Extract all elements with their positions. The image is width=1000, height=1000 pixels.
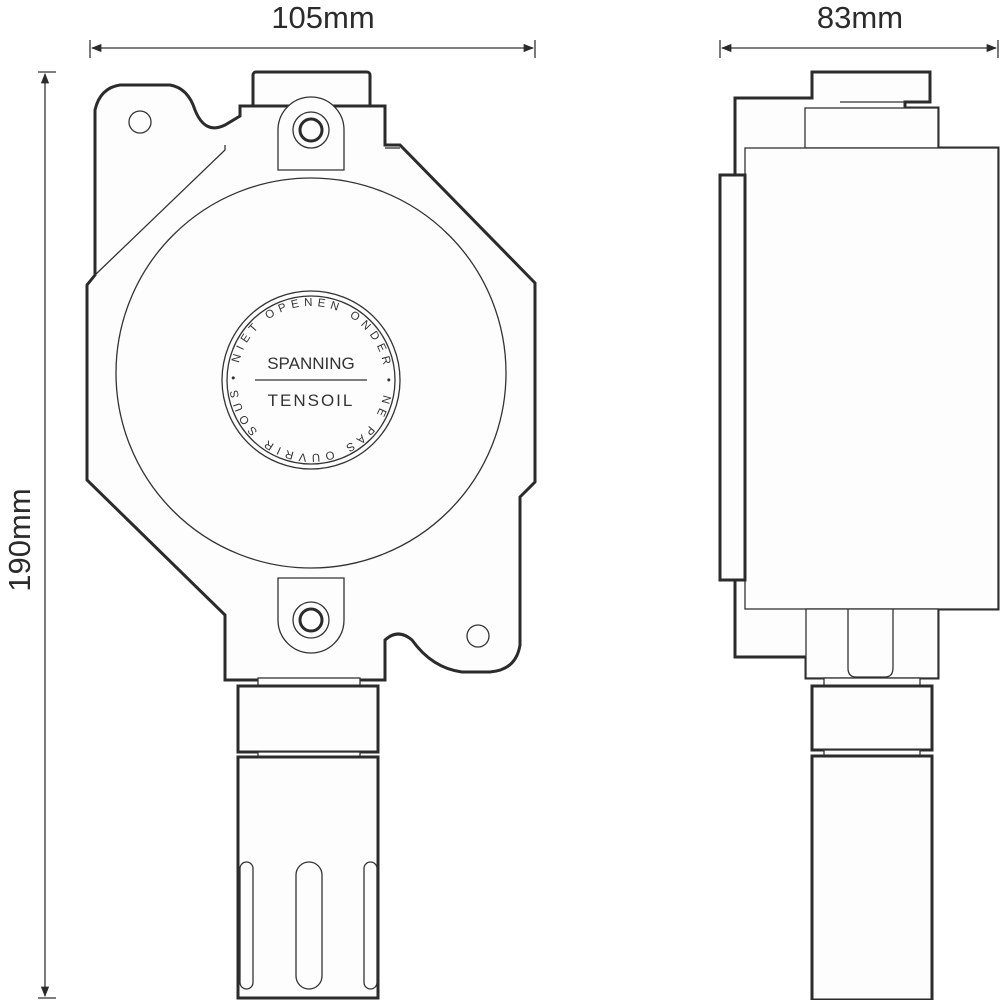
depth-dimension: 83mm bbox=[719, 0, 999, 58]
vent-slot bbox=[295, 861, 323, 990]
screw-top-icon bbox=[298, 117, 324, 143]
screw-top-outer bbox=[292, 111, 330, 149]
screw-bottom-outer bbox=[292, 601, 330, 639]
side-sensor-body bbox=[810, 754, 934, 1000]
width-dimension: 105mm bbox=[89, 0, 536, 58]
mounting-hole-right bbox=[466, 624, 490, 648]
mounting-hole-left bbox=[128, 110, 152, 134]
side-view bbox=[718, 70, 1000, 1000]
screw-bottom-icon bbox=[298, 607, 324, 633]
vent-slot bbox=[363, 861, 378, 990]
height-label: 190mm bbox=[2, 488, 37, 591]
side-back-plate bbox=[718, 173, 747, 582]
seal-text-top: SPANNING bbox=[267, 354, 355, 373]
sensor-head bbox=[236, 677, 380, 1000]
vent-slot bbox=[239, 861, 254, 990]
width-label: 105mm bbox=[271, 0, 374, 35]
height-dimension: 190mm bbox=[2, 71, 56, 999]
top-boss bbox=[277, 96, 345, 171]
depth-label: 83mm bbox=[817, 0, 903, 35]
side-sensor-ring bbox=[810, 684, 934, 752]
front-view: • NIET OPENEN ONDER • NE PAS OUVRIR SOUS… bbox=[85, 70, 537, 1000]
side-main-box bbox=[744, 147, 999, 610]
warning-seal: • NIET OPENEN ONDER • NE PAS OUVRIR SOUS… bbox=[221, 290, 401, 470]
bottom-boss bbox=[277, 577, 345, 654]
seal-text-bottom: TENSOIL bbox=[268, 391, 355, 410]
